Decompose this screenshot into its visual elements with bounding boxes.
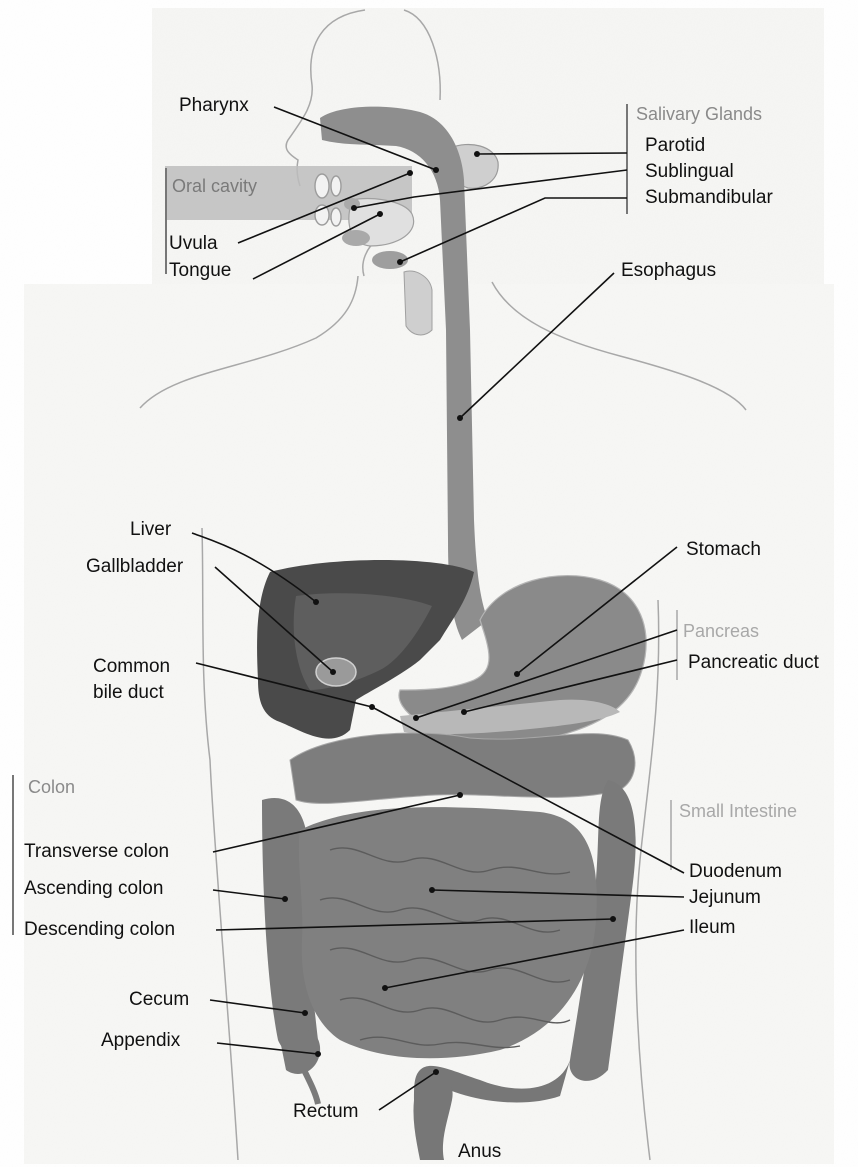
- label-common-bile-duct-line2: bile duct: [93, 682, 164, 703]
- label-common-bile-duct-line1: Common: [93, 656, 170, 677]
- label-duodenum: Duodenum: [689, 861, 782, 882]
- label-rectum: Rectum: [293, 1101, 358, 1122]
- label-submandibular: Submandibular: [645, 187, 773, 208]
- label-parotid: Parotid: [645, 135, 705, 156]
- label-appendix: Appendix: [101, 1030, 181, 1051]
- label-gallbladder: Gallbladder: [86, 556, 184, 577]
- label-colon: Colon: [28, 777, 75, 797]
- leader-parotid: [477, 153, 627, 154]
- colon-transverse: [290, 733, 635, 803]
- label-pancreatic-duct: Pancreatic duct: [688, 652, 820, 673]
- label-pharynx: Pharynx: [179, 95, 249, 116]
- label-tongue: Tongue: [169, 260, 231, 281]
- label-ileum: Ileum: [689, 917, 735, 938]
- label-small-intestine: Small Intestine: [679, 801, 797, 821]
- label-cecum: Cecum: [129, 989, 189, 1010]
- label-uvula: Uvula: [169, 233, 218, 254]
- label-pancreas: Pancreas: [683, 621, 759, 641]
- label-oral-cavity: Oral cavity: [172, 176, 257, 196]
- label-sublingual: Sublingual: [645, 161, 734, 182]
- label-transverse-colon: Transverse colon: [24, 841, 169, 862]
- label-ascending-colon: Ascending colon: [24, 878, 163, 899]
- label-esophagus: Esophagus: [621, 260, 716, 281]
- label-salivary-glands: Salivary Glands: [636, 104, 762, 124]
- label-liver: Liver: [130, 519, 172, 540]
- label-anus: Anus: [458, 1141, 501, 1162]
- label-stomach: Stomach: [686, 539, 761, 560]
- label-descending-colon: Descending colon: [24, 919, 175, 940]
- label-jejunum: Jejunum: [689, 887, 761, 908]
